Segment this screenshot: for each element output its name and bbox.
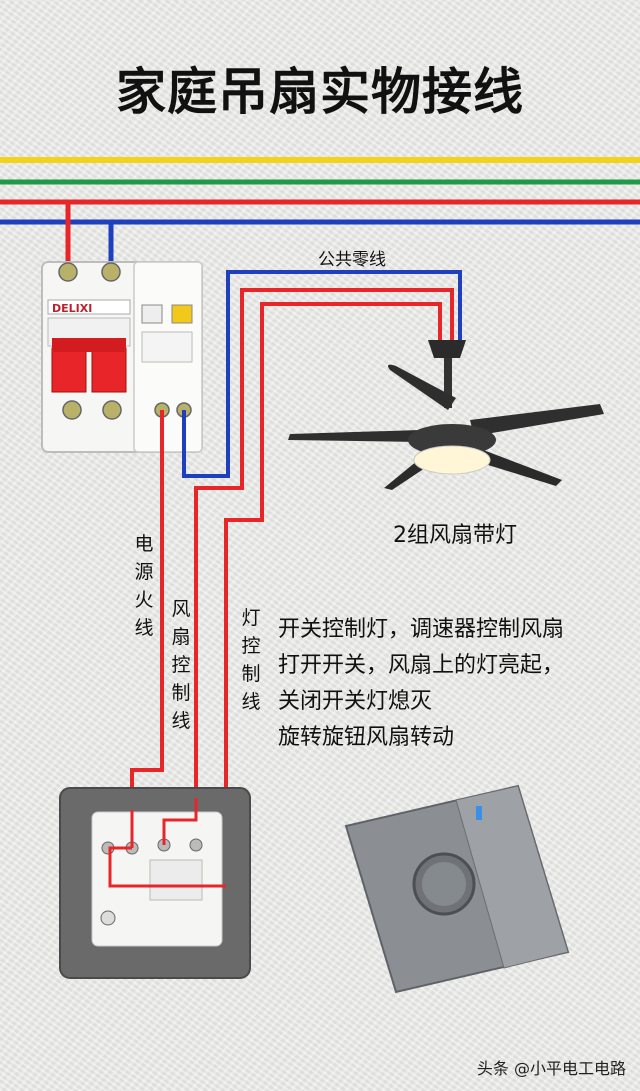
switch-back-plate bbox=[59, 787, 251, 979]
fan-blade-right bbox=[470, 404, 604, 436]
live-wire-label: 电源火线 bbox=[134, 533, 154, 639]
bus-wires bbox=[0, 157, 640, 225]
fan-blade-top bbox=[388, 364, 456, 410]
breaker-toggle-left bbox=[51, 347, 87, 393]
fan-blade-bottom-right bbox=[472, 448, 562, 486]
description-line: 开关控制灯，调速器控制风扇 bbox=[278, 617, 565, 642]
fan-blade-left bbox=[288, 430, 420, 442]
description-block: 开关控制灯，调速器控制风扇 打开开关，风扇上的灯亮起， 关闭开关灯熄灭 旋转旋钮… bbox=[278, 612, 564, 756]
description-line: 旋转旋钮风扇转动 bbox=[278, 725, 455, 750]
watermark: 头条 @小平电工电路 bbox=[476, 1059, 626, 1078]
neutral-wire bbox=[182, 270, 462, 478]
neutral-wire-label: 公共零线 bbox=[318, 250, 386, 270]
switch-panel bbox=[344, 784, 570, 994]
breaker: DELIXI bbox=[41, 261, 203, 453]
description-line: 关闭开关灯熄灭 bbox=[278, 689, 433, 714]
fan-caption: 2组风扇带灯 bbox=[393, 523, 517, 548]
page-title: 家庭吊扇实物接线 bbox=[116, 63, 524, 121]
light-control-wire bbox=[224, 302, 442, 868]
fan-control-wire-label: 风扇控制线 bbox=[171, 598, 191, 732]
ceiling-fan bbox=[288, 340, 604, 490]
breaker-brand: DELIXI bbox=[52, 302, 92, 315]
light-control-wire-label: 灯控制线 bbox=[241, 607, 261, 713]
switch-internal-wire bbox=[108, 798, 226, 888]
fan-control-wire bbox=[194, 288, 454, 798]
fan-light bbox=[413, 445, 491, 475]
breaker-toggle-right bbox=[91, 347, 127, 393]
description-line: 打开开关，风扇上的灯亮起， bbox=[278, 653, 565, 678]
